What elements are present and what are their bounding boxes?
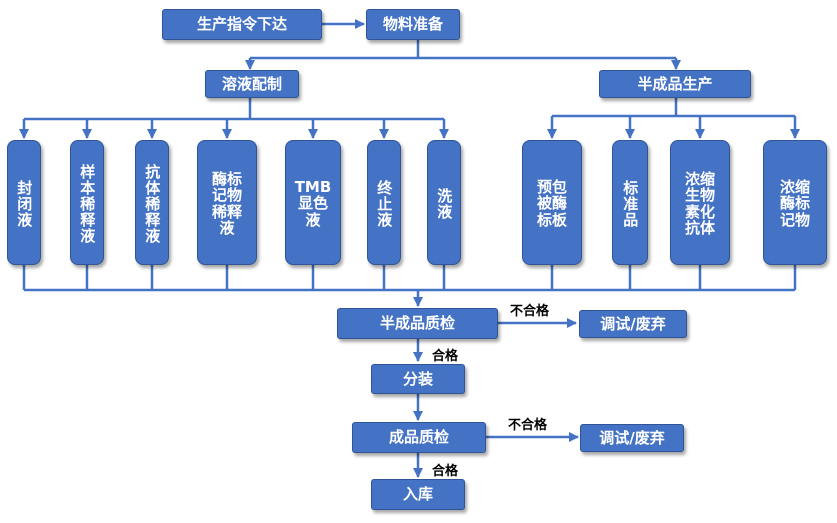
node-standard: 标准品 [612,140,648,265]
node-prep: 物料准备 [366,9,460,40]
node-ab-diluent-text: 抗体稀释液 [143,163,162,244]
label-pass-2: 合格 [432,464,459,479]
node-packaging: 分装 [371,364,465,394]
node-solution: 溶液配制 [205,70,299,98]
node-final-qc: 成品质检 [352,422,486,453]
node-blocking: 封闭液 [7,140,41,265]
node-conc-enzyme-text: 浓缩 酶标 记物 [779,177,810,229]
node-blocking-text: 封闭液 [15,179,34,228]
node-coated-plate-text: 预包 被酶 标板 [536,177,567,229]
node-standard-text: 标准品 [621,179,640,228]
node-debug-2: 调试/废弃 [580,424,684,452]
node-tmb: TMB 显色 液 [285,140,341,265]
node-wash-text: 洗液 [435,187,454,220]
label-fail-1: 不合格 [510,304,550,319]
node-conc-antibody-text: 浓缩 生物 素化 抗体 [684,169,715,237]
node-sample-diluent: 样本稀释液 [70,140,104,265]
label-fail-2: 不合格 [508,418,548,433]
node-enzyme-diluent: 酶标 记物 稀释 液 [197,140,257,265]
node-debug-1: 调试/废弃 [579,310,687,338]
node-enzyme-diluent-text: 酶标 记物 稀释 液 [211,169,242,237]
node-tmb-text: TMB 显色 液 [294,177,332,229]
node-sample-diluent-text: 样本稀释液 [78,163,97,244]
node-conc-enzyme: 浓缩 酶标 记物 [763,140,827,265]
node-stop: 终止液 [367,140,401,265]
node-storage: 入库 [371,479,465,510]
node-ab-diluent: 抗体稀释液 [135,140,169,265]
node-conc-antibody: 浓缩 生物 素化 抗体 [670,140,730,265]
node-semi-prod: 半成品生产 [599,70,751,98]
node-coated-plate: 预包 被酶 标板 [522,140,582,265]
node-wash: 洗液 [427,140,461,265]
label-pass-1: 合格 [432,349,459,364]
node-stop-text: 终止液 [375,179,394,228]
node-semi-qc: 半成品质检 [337,308,498,339]
node-issue: 生产指令下达 [162,9,322,40]
